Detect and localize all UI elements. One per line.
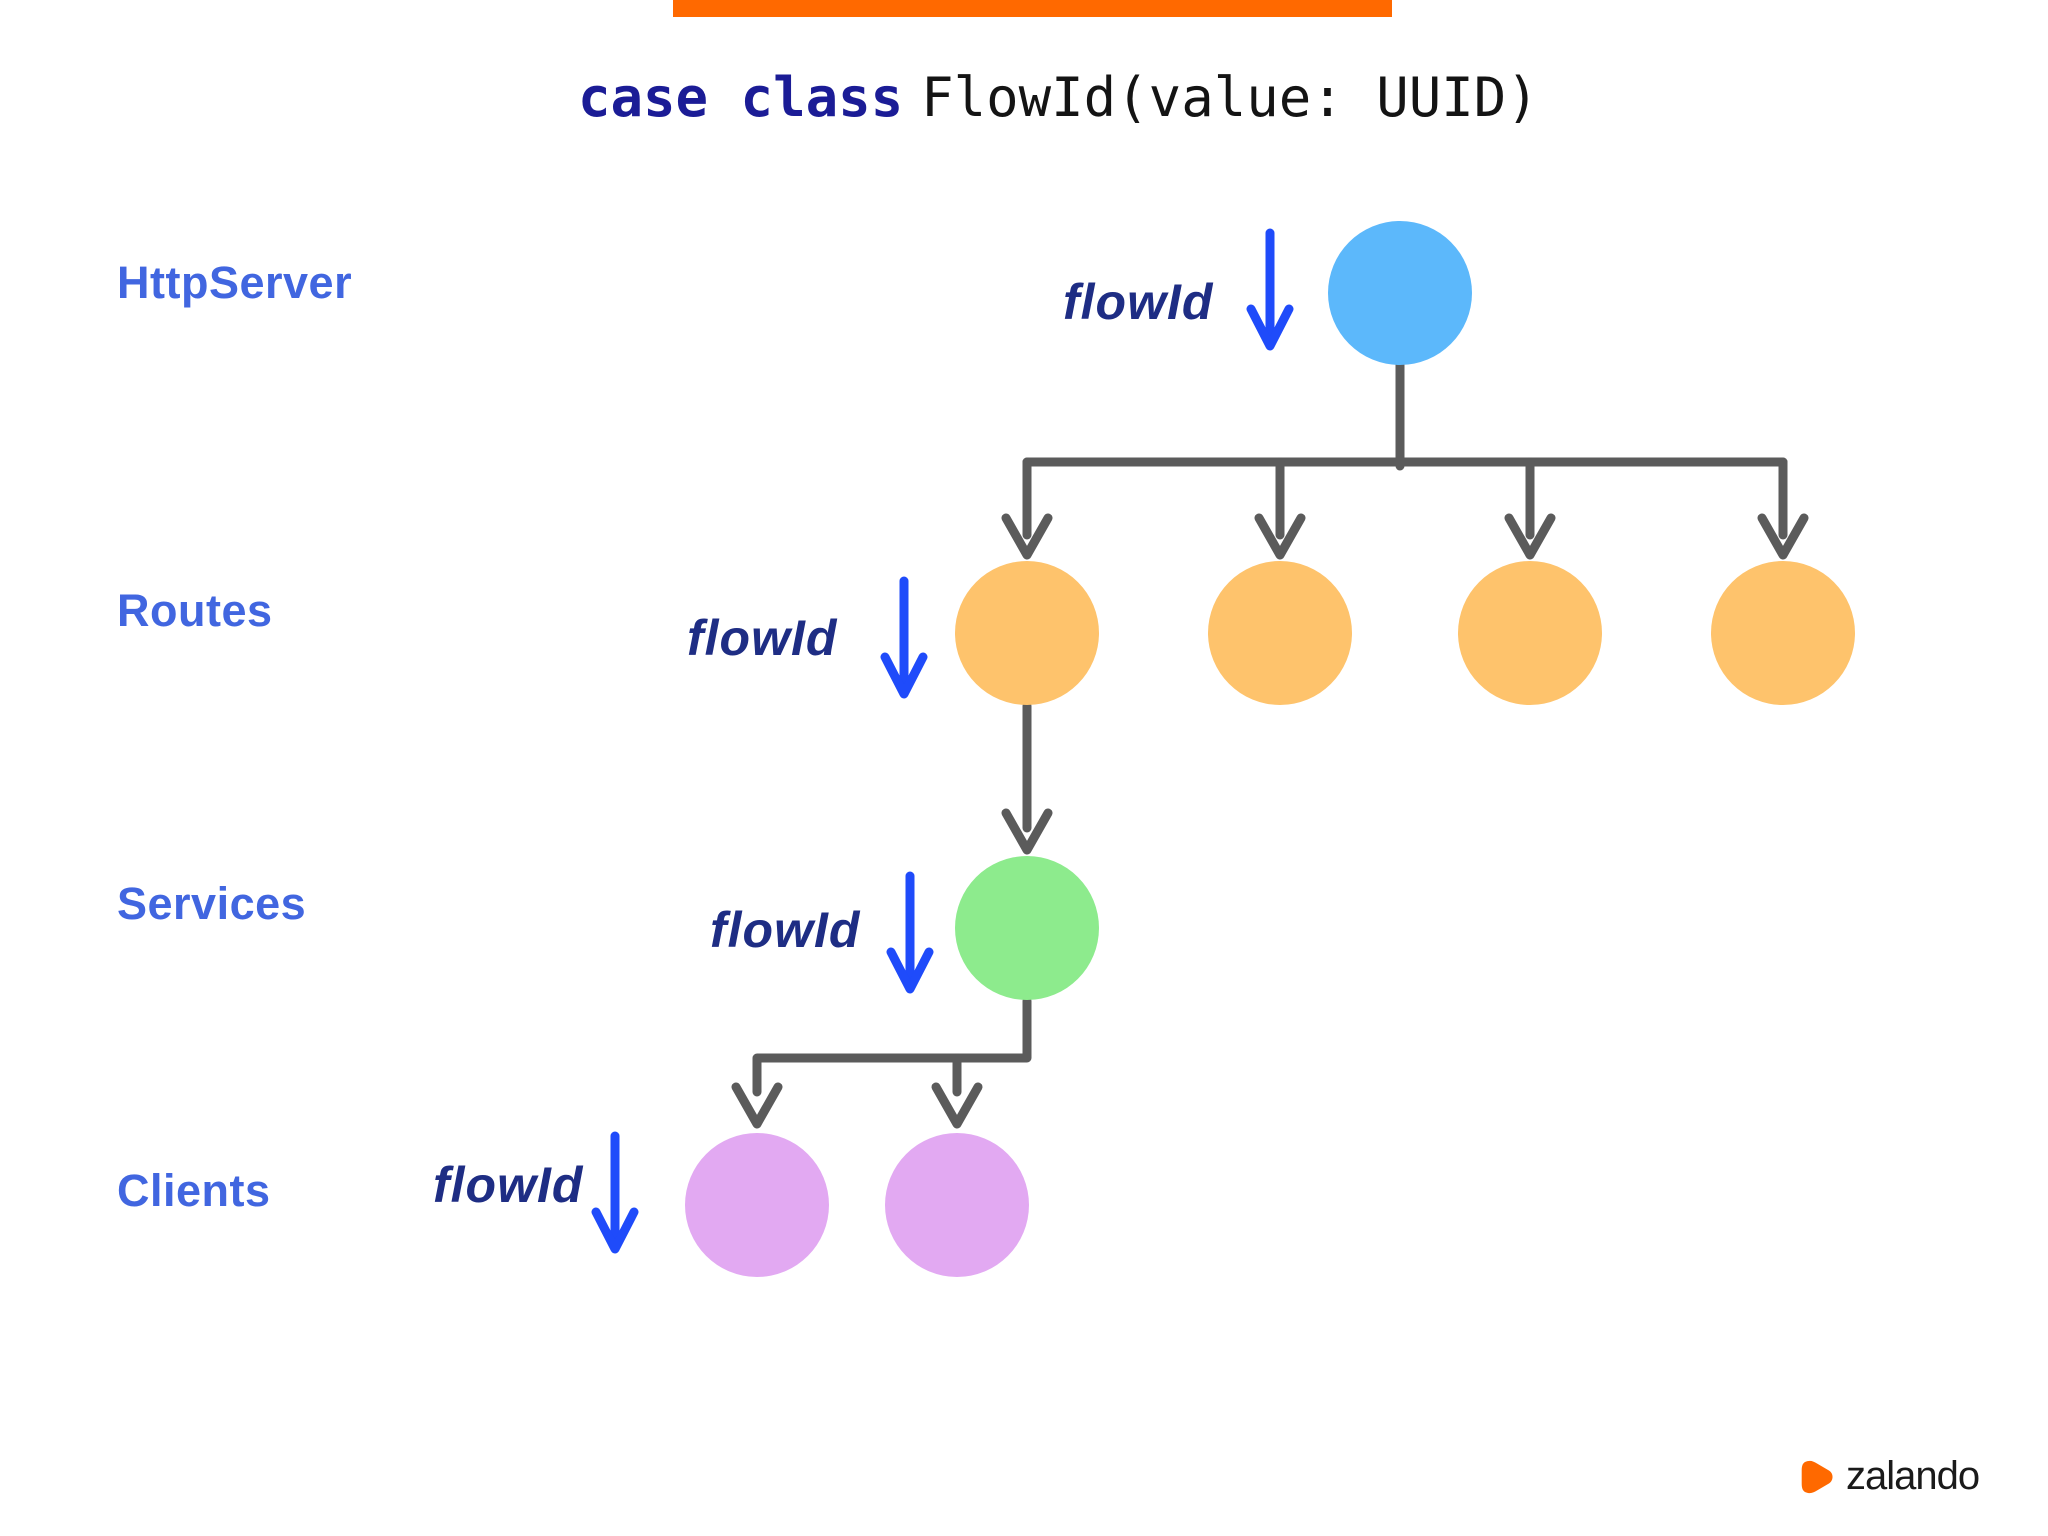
node-route-2 [1208, 561, 1352, 705]
node-httpserver [1328, 221, 1472, 365]
layer-label-clients: Clients [117, 1165, 271, 1216]
title-code: FlowId(value: UUID) [921, 66, 1539, 129]
layer-label-routes: Routes [117, 585, 273, 636]
zalando-logo-text: zalando [1846, 1454, 1980, 1498]
arrowhead-service [1001, 808, 1053, 855]
layer-label-services: Services [117, 878, 307, 929]
flowid-label-routes: flowId [687, 610, 838, 666]
flowid-label-clients: flowId [433, 1157, 584, 1213]
node-route-3 [1458, 561, 1602, 705]
top-accent-bar [673, 0, 1392, 17]
flowid-label-services: flowId [710, 902, 861, 958]
arrowhead-client-1 [731, 1082, 783, 1129]
node-route-4 [1711, 561, 1855, 705]
node-client-1 [685, 1133, 829, 1277]
arrowhead-route-3 [1504, 513, 1556, 560]
connector-service-to-client-1 [752, 996, 1032, 1097]
zalando-logo: zalando [1798, 1454, 1980, 1499]
flowid-arrows [591, 228, 1294, 1254]
layer-label-httpserver: HttpServer [117, 257, 353, 308]
node-client-2 [885, 1133, 1029, 1277]
flowid-label-httpserver: flowId [1063, 274, 1214, 330]
flowid-arrow-httpserver-head [1246, 304, 1294, 351]
flowid-arrow-clients-head [591, 1207, 639, 1254]
node-route-1 [955, 561, 1099, 705]
flowid-arrow-services-head [886, 947, 934, 994]
arrowhead-route-2 [1254, 513, 1306, 560]
flowid-arrow-routes-head [880, 652, 928, 699]
arrowhead-client-2 [931, 1082, 983, 1129]
tree-connectors [731, 360, 1809, 1129]
arrowhead-route-4 [1757, 513, 1809, 560]
title-keyword: case class [578, 66, 904, 129]
node-service [955, 856, 1099, 1000]
zalando-logo-icon [1801, 1460, 1833, 1493]
arrowhead-route-1 [1001, 513, 1053, 560]
slide-title: case class FlowId(value: UUID) [578, 66, 1539, 131]
